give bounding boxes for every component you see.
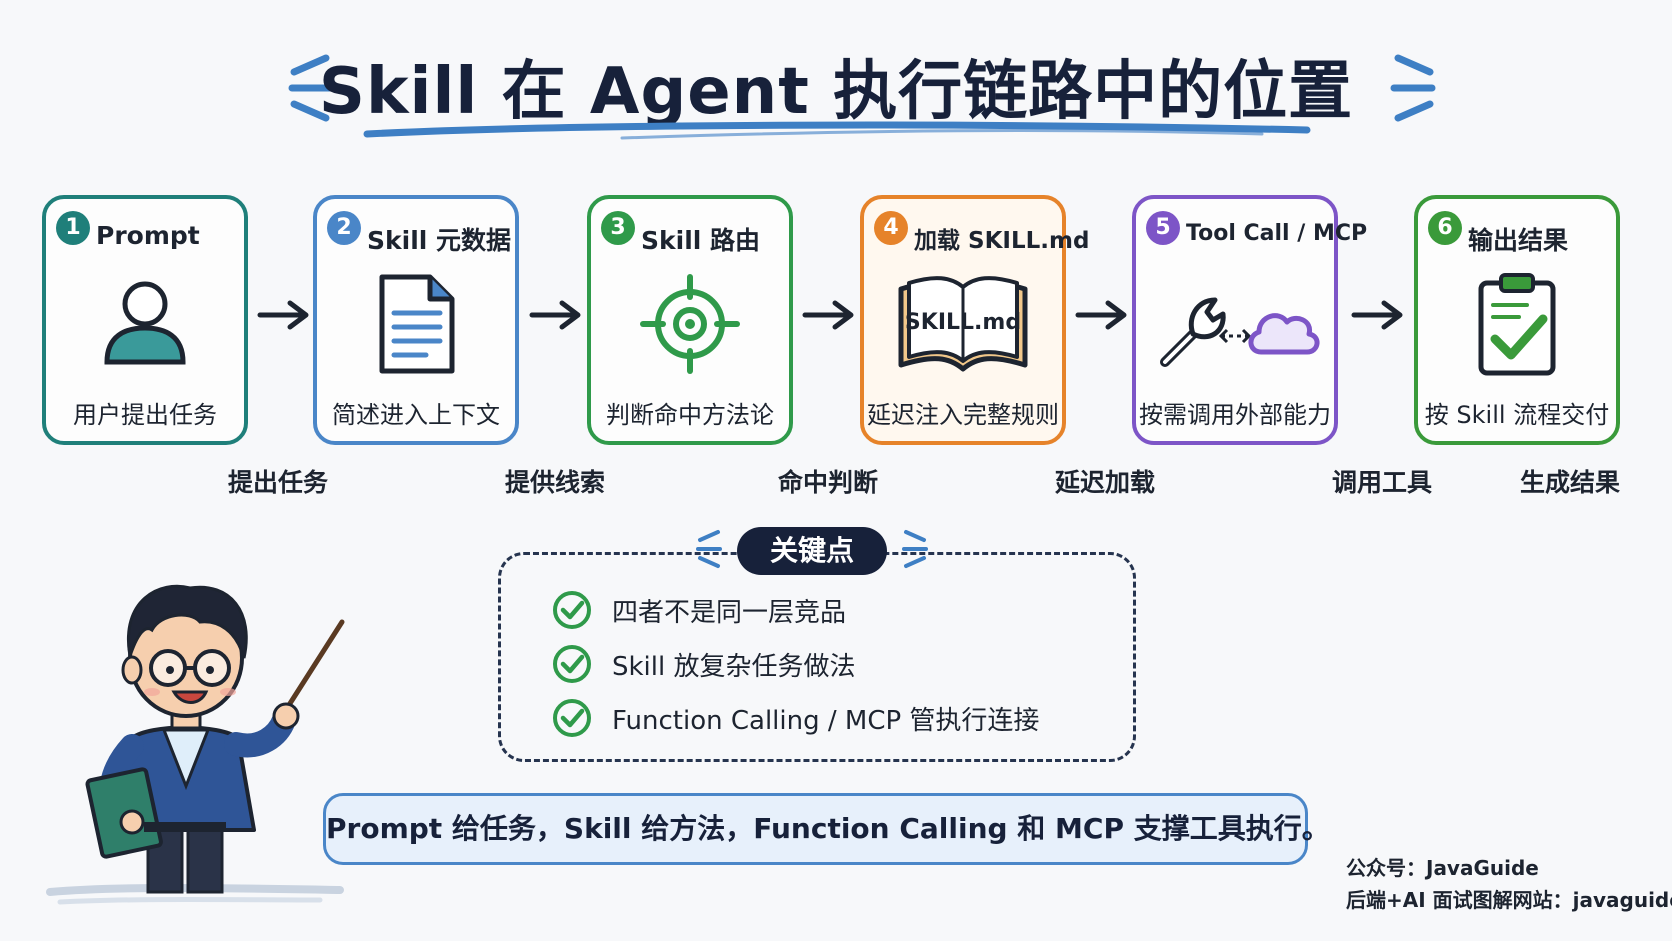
flow-label: 提供线索 (505, 468, 606, 497)
flow-label: 提出任务 (228, 468, 329, 497)
badge-decoration-left-icon (696, 530, 722, 568)
step-number-badge: 4 (874, 211, 908, 245)
step-icon-area (591, 269, 789, 379)
step-tool-call-mcp: 5 Tool Call / MCP 按需调用外部能力 (1132, 195, 1368, 445)
step-description: 按需调用外部能力 (1139, 401, 1331, 429)
key-point-text: Skill 放复杂任务做法 (612, 651, 856, 682)
summary-bar: Prompt 给任务，Skill 给方法，Function Calling 和 … (323, 793, 1330, 865)
step-number-badge: 6 (1428, 211, 1462, 245)
step-icon-area (317, 269, 515, 379)
arrow-right-icon (1351, 300, 1403, 330)
flow-label: 生成结果 (1520, 468, 1621, 497)
check-circle-icon (553, 699, 591, 737)
key-point-item: Skill 放复杂任务做法 (552, 642, 856, 686)
step-title: Skill 元数据 (367, 226, 512, 255)
step-icon-area (1136, 269, 1334, 379)
page-title: Skill 在 Agent 执行链路中的位置 (318, 55, 1354, 129)
step-output-result: 6 输出结果 按 Skill 流程交付 (1414, 195, 1620, 445)
footer-wechat: 公众号：JavaGuide (1346, 856, 1539, 880)
step-prompt: 1 Prompt 用户提出任务 (42, 195, 248, 445)
badge-decoration-right-icon (902, 530, 928, 568)
spark-decoration-left-icon (288, 54, 334, 122)
step-icon-area (46, 269, 244, 379)
flow-label: 延迟加载 (1055, 468, 1156, 497)
arrow-right-icon (802, 300, 854, 330)
arrow-right-icon (257, 300, 309, 330)
step-icon-area: SKILL.md (864, 269, 1062, 379)
check-circle-icon (553, 645, 591, 683)
wrench-cloud-icon (1160, 297, 1320, 367)
document-icon (379, 274, 455, 374)
key-point-item: 四者不是同一层竞品 (552, 588, 846, 632)
step-number-badge: 1 (56, 211, 90, 245)
flow-steps: 1 Prompt 用户提出任务 2 Skill 元数据 (0, 195, 1672, 497)
open-book-icon: SKILL.md (898, 276, 1028, 372)
spark-decoration-right-icon (1390, 54, 1436, 122)
step-title: 加载 SKILL.md (914, 228, 1090, 254)
step-skill-metadata: 2 Skill 元数据 简述进入上下文 (313, 195, 519, 445)
book-label: SKILL.md (905, 310, 1021, 335)
key-point-text: Function Calling / MCP 管执行连接 (612, 705, 1040, 736)
arrow-right-icon (1075, 300, 1127, 330)
key-point-item: Function Calling / MCP 管执行连接 (552, 696, 1039, 740)
step-number-badge: 2 (327, 211, 361, 245)
title-underline (363, 121, 1311, 140)
step-title: Prompt (96, 221, 200, 250)
check-circle-icon (553, 591, 591, 629)
title-area: Skill 在 Agent 执行链路中的位置 (0, 30, 1672, 150)
target-icon (640, 274, 740, 374)
key-points-badge: 关键点 (737, 527, 887, 575)
step-description: 按 Skill 流程交付 (1424, 401, 1610, 429)
flow-label: 命中判断 (778, 468, 879, 497)
arrow-right-icon (529, 300, 581, 330)
key-point-text: 四者不是同一层竞品 (612, 597, 847, 628)
step-description: 简述进入上下文 (332, 401, 500, 429)
step-number-badge: 5 (1146, 211, 1180, 245)
footer-website: 后端+AI 面试图解网站：javaguide.cn (1346, 888, 1672, 912)
user-icon (104, 281, 186, 365)
clipboard-check-icon (1478, 273, 1556, 376)
step-skill-routing: 3 Skill 路由 判断命中方法论 (587, 195, 793, 445)
step-icon-area (1418, 269, 1616, 379)
step-title: Tool Call / MCP (1186, 221, 1368, 246)
step-description: 延迟注入完整规则 (867, 401, 1059, 429)
step-description: 用户提出任务 (73, 401, 217, 429)
teacher-illustration (46, 584, 345, 905)
flow-label: 调用工具 (1332, 468, 1433, 497)
step-number-badge: 3 (601, 211, 635, 245)
step-title: 输出结果 (1468, 226, 1569, 255)
step-title: Skill 路由 (641, 226, 761, 255)
step-description: 判断命中方法论 (606, 401, 774, 429)
step-load-skill-md: 4 加载 SKILL.md SKILL.md 延迟注入完整规则 (860, 195, 1090, 445)
